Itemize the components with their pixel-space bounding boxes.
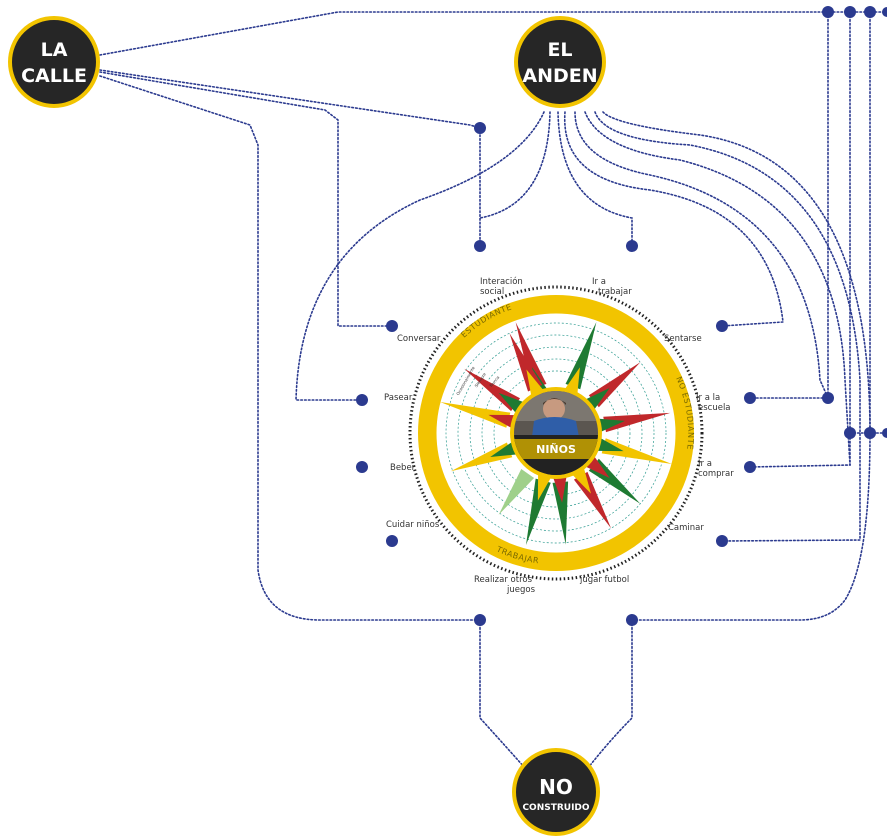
- hub-el-anden-circle[interactable]: [516, 18, 604, 106]
- node-interaccion[interactable]: [474, 240, 486, 252]
- center-compass: ESTUDIANTE NO ESTUDIANTE TRABAJAR Ocasio…: [410, 287, 702, 579]
- center-photo: [514, 391, 598, 475]
- hub-no-construido-line1: NO: [539, 775, 573, 799]
- label-cuidar-ninos: Cuidar niños: [386, 520, 440, 530]
- node-cuidar-ninos[interactable]: [386, 535, 398, 547]
- hub-no-construido-line2: CONSTRUIDO: [522, 803, 589, 813]
- node-ir-a-comprar[interactable]: [744, 461, 756, 473]
- node-ir-a-la-escuela[interactable]: [744, 392, 756, 404]
- node-right-1[interactable]: [844, 427, 856, 439]
- node-beber[interactable]: [356, 461, 368, 473]
- connector-anden-ira: [558, 112, 632, 246]
- connector-noconst-left: [480, 620, 525, 768]
- label-conversar: Conversar: [397, 334, 441, 344]
- hub-la-calle-line2: CALLE: [21, 65, 87, 87]
- node-top-2[interactable]: [844, 6, 856, 18]
- connector-anden-interaccion: [480, 112, 550, 218]
- center-label: NIÑOS: [536, 443, 576, 456]
- connector-calle-top: [100, 12, 887, 55]
- label-beber: Beber: [390, 463, 416, 473]
- label-sentarse: Sentarse: [664, 334, 702, 344]
- label-pasear: Pasear: [384, 393, 413, 403]
- hub-la-calle-circle[interactable]: [10, 18, 98, 106]
- node-caminar[interactable]: [716, 535, 728, 547]
- node-right-3[interactable]: [882, 428, 887, 438]
- label-jugar-futbol: jugar futbol: [579, 575, 629, 585]
- node-otros-juegos[interactable]: [474, 614, 486, 626]
- connector-calle-interaccion: [100, 70, 480, 246]
- node-pasear[interactable]: [356, 394, 368, 406]
- label-caminar: Caminar: [668, 523, 704, 533]
- node-top-1[interactable]: [822, 6, 834, 18]
- hub-no-construido[interactable]: NO CONSTRUIDO: [514, 750, 598, 834]
- connector-calle-conversar: [100, 72, 392, 326]
- node-conversar[interactable]: [386, 320, 398, 332]
- node-top-4[interactable]: [882, 7, 887, 17]
- hub-la-calle[interactable]: LA CALLE: [10, 18, 98, 106]
- node-escuela-junction[interactable]: [822, 392, 834, 404]
- node-top-3[interactable]: [864, 6, 876, 18]
- hub-la-calle-line1: LA: [41, 39, 68, 61]
- node-right-2[interactable]: [864, 427, 876, 439]
- connector-calle-loop: [100, 76, 480, 620]
- node-ir-a-trabajar[interactable]: [626, 240, 638, 252]
- node-jugar-futbol[interactable]: [626, 614, 638, 626]
- connector-noconst-right: [588, 620, 632, 768]
- hub-el-anden-line1: EL: [547, 39, 572, 61]
- node-junction-calle[interactable]: [474, 122, 486, 134]
- hub-el-anden-line2: ANDEN: [522, 65, 597, 87]
- node-sentarse[interactable]: [716, 320, 728, 332]
- hub-el-anden[interactable]: EL ANDEN: [516, 18, 604, 106]
